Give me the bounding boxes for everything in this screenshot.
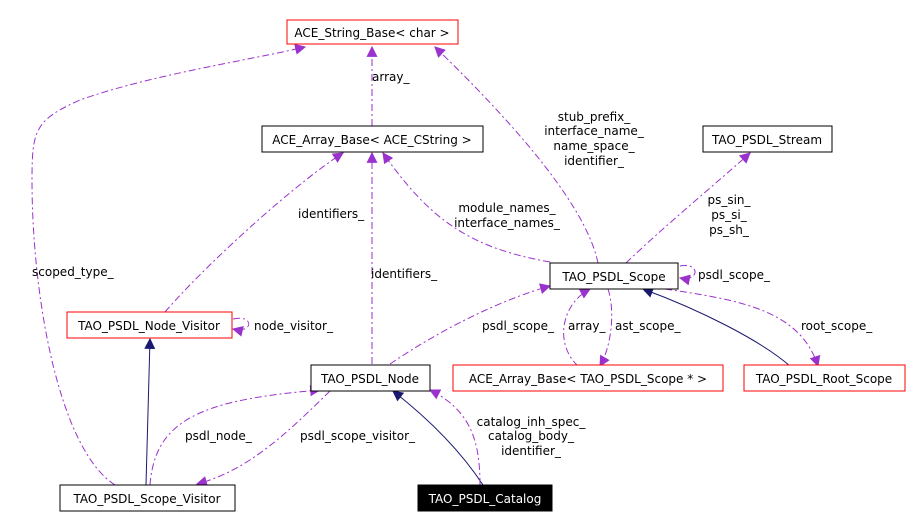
label-array: array_ [372,70,410,84]
label-module-names: module_names_ [458,201,556,215]
label-catalog-inh-spec: catalog_inh_spec_ [477,415,587,429]
edge-catalog-inherits-node [392,390,484,486]
node-tao-psdl-node[interactable]: TAO_PSDL_Node [310,364,431,392]
node-tao-psdl-stream[interactable]: TAO_PSDL_Stream [702,125,833,153]
edge-scope-to-root-scope [664,288,821,368]
label-root-scope: root_scope_ [801,319,873,333]
edge-node-to-scope [389,283,552,365]
label-identifier-catalog: identifier_ [501,444,562,458]
edge-visitor-to-string-base [31,43,307,486]
edge-scope-self-loop [678,265,696,286]
label-psdl-node: psdl_node_ [185,429,253,443]
label-catalog-body: catalog_body_ [488,429,575,443]
node-tao-psdl-scope-label: TAO_PSDL_Scope [561,270,665,284]
label-ps-sh: ps_sh_ [709,223,750,237]
label-interface-names: interface_names_ [454,216,561,230]
label-identifier-scope: identifier_ [564,154,625,168]
label-psdl-scope-node: psdl_scope_ [482,319,555,333]
node-tao-psdl-scope[interactable]: TAO_PSDL_Scope [549,262,679,290]
label-interface-name: interface_name_ [544,124,645,138]
label-node-visitor: node_visitor_ [254,319,334,333]
node-tao-psdl-stream-label: TAO_PSDL_Stream [711,133,822,147]
node-tao-psdl-node-label: TAO_PSDL_Node [320,372,419,386]
label-ast-scope: ast_scope_ [615,319,682,333]
node-tao-psdl-node-visitor[interactable]: TAO_PSDL_Node_Visitor [66,311,233,339]
edge-scope-to-string-base [434,46,599,264]
node-tao-psdl-catalog-label: TAO_PSDL_Catalog [428,492,542,506]
edge-scope-to-array-scope [599,288,613,367]
node-tao-psdl-node-visitor-label: TAO_PSDL_Node_Visitor [77,319,220,333]
edge-node-visitor-self-loop [231,317,250,337]
label-ps-sin: ps_sin_ [707,193,751,207]
edge-array-scope-to-scope [563,288,591,367]
node-ace-array-base-cstring[interactable]: ACE_Array_Base< ACE_CString > [261,125,484,153]
label-array-scope: array_ [568,319,606,333]
node-tao-psdl-catalog[interactable]: TAO_PSDL_Catalog [417,484,553,512]
label-identifiers-visitor: identifiers_ [298,207,365,221]
label-scoped-type: scoped_type_ [32,265,115,279]
node-tao-psdl-root-scope-label: TAO_PSDL_Root_Scope [755,372,892,386]
edge-scope-to-stream [625,152,751,264]
edge-node-visitor-to-array-base [164,152,344,313]
node-tao-psdl-scope-visitor-label: TAO_PSDL_Scope_Visitor [72,492,220,506]
node-tao-psdl-root-scope[interactable]: TAO_PSDL_Root_Scope [743,364,906,392]
node-ace-array-base-cstring-label: ACE_Array_Base< ACE_CString > [272,133,471,147]
node-ace-string-base-label: ACE_String_Base< char > [294,26,449,40]
label-name-space: name_space_ [553,139,635,153]
label-ps-si: ps_si_ [711,208,747,222]
node-ace-array-base-scope[interactable]: ACE_Array_Base< TAO_PSDL_Scope * > [452,364,724,392]
label-identifiers-node: identifiers_ [371,267,438,281]
node-ace-array-base-scope-label: ACE_Array_Base< TAO_PSDL_Scope * > [469,372,707,386]
edge-scope-visitor-inherits-node-visitor [144,337,156,486]
node-tao-psdl-scope-visitor[interactable]: TAO_PSDL_Scope_Visitor [59,484,236,512]
label-stub-prefix: stub_prefix_ [558,110,632,124]
label-psdl-scope-visitor: psdl_scope_visitor_ [300,429,416,443]
edge-root-scope-inherits-scope [641,287,791,367]
label-psdl-scope-self: psdl_scope_ [698,268,771,282]
edge-node-to-scope-visitor [195,390,331,487]
node-ace-string-base[interactable]: ACE_String_Base< char > [286,19,459,45]
edge-catalog-to-node [429,389,481,486]
